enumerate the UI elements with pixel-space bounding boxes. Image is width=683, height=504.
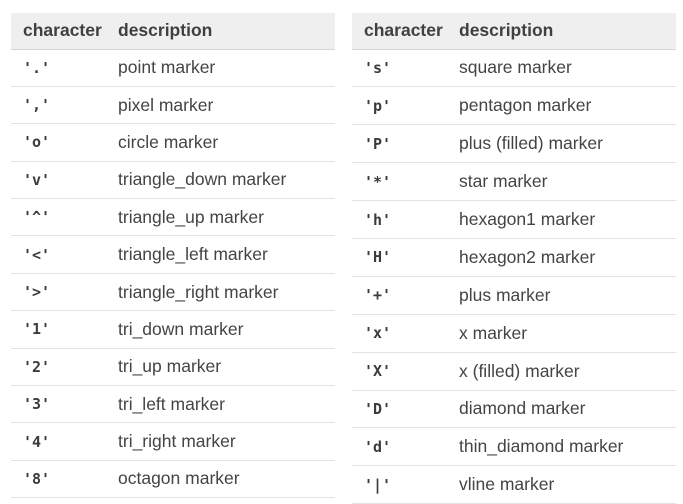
marker-description: pixel marker xyxy=(118,86,335,125)
marker-character: '4' xyxy=(11,422,118,461)
marker-description: tri_down marker xyxy=(118,310,335,349)
table-row: '3' tri_left marker xyxy=(11,385,335,424)
marker-character: 'P' xyxy=(352,124,459,164)
table-row: 'X' x (filled) marker xyxy=(352,352,676,391)
marker-description: tri_left marker xyxy=(118,385,335,424)
marker-description: x marker xyxy=(459,314,676,353)
table-row: '.' point marker xyxy=(11,49,335,87)
marker-description: triangle_right marker xyxy=(118,273,335,312)
marker-description: triangle_up marker xyxy=(118,198,335,237)
marker-character: ',' xyxy=(11,86,118,125)
table-row: '+' plus marker xyxy=(352,276,676,315)
marker-character: 'd' xyxy=(352,427,459,467)
marker-character: '+' xyxy=(352,276,459,315)
table-row: '>' triangle_right marker xyxy=(11,273,335,312)
table-row: '^' triangle_up marker xyxy=(11,198,335,237)
table-row: 'd' thin_diamond marker xyxy=(352,427,676,467)
marker-description: triangle_down marker xyxy=(118,161,335,200)
left-marker-table: character description '.' point marker '… xyxy=(11,13,335,499)
table-row: '1' tri_down marker xyxy=(11,310,335,349)
marker-description: tri_right marker xyxy=(118,422,335,461)
table-row: '4' tri_right marker xyxy=(11,422,335,461)
marker-character: 'v' xyxy=(11,161,118,200)
marker-description: plus marker xyxy=(459,276,676,315)
table-row: 'D' diamond marker xyxy=(352,390,676,429)
table-row: 'P' plus (filled) marker xyxy=(352,124,676,164)
table-row: 'v' triangle_down marker xyxy=(11,161,335,200)
character-column-header: character xyxy=(352,13,459,50)
marker-character: '.' xyxy=(11,49,118,87)
table-row: '2' tri_up marker xyxy=(11,348,335,387)
marker-character: '*' xyxy=(352,162,459,202)
table-row: 's' square marker xyxy=(352,49,676,88)
marker-character: '3' xyxy=(11,385,118,424)
marker-description: vline marker xyxy=(459,465,676,504)
marker-description: diamond marker xyxy=(459,390,676,429)
marker-character: '8' xyxy=(11,460,118,499)
marker-character: 'D' xyxy=(352,390,459,429)
table-row: '*' star marker xyxy=(352,162,676,202)
marker-description: hexagon1 marker xyxy=(459,200,676,239)
table-row: 'p' pentagon marker xyxy=(352,86,676,126)
marker-character: 'h' xyxy=(352,200,459,239)
table-header-row: character description xyxy=(11,13,335,50)
marker-description: pentagon marker xyxy=(459,86,676,126)
table-row: 'h' hexagon1 marker xyxy=(352,200,676,239)
marker-character: 'H' xyxy=(352,238,459,277)
description-column-header: description xyxy=(459,13,676,50)
marker-description: point marker xyxy=(118,49,335,87)
table-row: ',' pixel marker xyxy=(11,86,335,125)
marker-description: square marker xyxy=(459,49,676,88)
right-marker-table: character description 's' square marker … xyxy=(352,13,676,504)
marker-character: 'o' xyxy=(11,123,118,162)
table-row: '8' octagon marker xyxy=(11,460,335,499)
marker-character: 'X' xyxy=(352,352,459,391)
table-row: '|' vline marker xyxy=(352,465,676,504)
table-row: 'x' x marker xyxy=(352,314,676,353)
marker-description: circle marker xyxy=(118,123,335,162)
table-row: '<' triangle_left marker xyxy=(11,235,335,274)
marker-character: '^' xyxy=(11,198,118,237)
marker-description: tri_up marker xyxy=(118,348,335,387)
marker-description: thin_diamond marker xyxy=(459,427,676,467)
marker-description: hexagon2 marker xyxy=(459,238,676,277)
marker-character: 'p' xyxy=(352,86,459,126)
marker-character: '2' xyxy=(11,348,118,387)
marker-character: '1' xyxy=(11,310,118,349)
character-column-header: character xyxy=(11,13,118,50)
marker-character: 'x' xyxy=(352,314,459,353)
marker-character: 's' xyxy=(352,49,459,88)
marker-description: star marker xyxy=(459,162,676,202)
table-row: 'H' hexagon2 marker xyxy=(352,238,676,277)
marker-character: '<' xyxy=(11,235,118,274)
marker-description: plus (filled) marker xyxy=(459,124,676,164)
marker-character: '>' xyxy=(11,273,118,312)
marker-character: '|' xyxy=(352,465,459,504)
table-header-row: character description xyxy=(352,13,676,50)
marker-description: octagon marker xyxy=(118,460,335,499)
description-column-header: description xyxy=(118,13,335,50)
marker-description: x (filled) marker xyxy=(459,352,676,391)
marker-description: triangle_left marker xyxy=(118,235,335,274)
table-row: 'o' circle marker xyxy=(11,123,335,162)
